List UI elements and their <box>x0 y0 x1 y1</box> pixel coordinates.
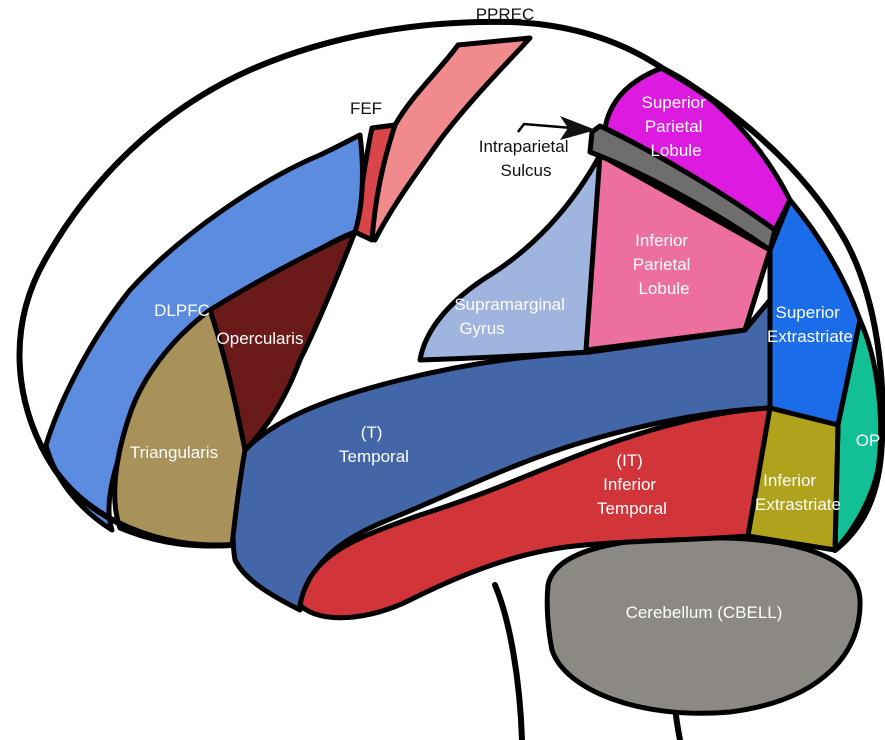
label-op: OP <box>856 431 881 450</box>
label-superior-parietal-lobule: Superior Parietal Lobule <box>642 93 711 160</box>
region-supramarginal-gyrus[interactable] <box>420 155 600 360</box>
label-pprec: PPREC <box>476 5 535 24</box>
label-fef: FEF <box>350 99 382 118</box>
label-cerebellum: Cerebellum (CBELL) <box>626 603 783 622</box>
brainstem-outline <box>495 585 522 740</box>
label-intraparietal-sulcus: Intraparietal Sulcus <box>479 137 574 180</box>
intraparietal-arrow-shaft <box>518 124 572 132</box>
label-inferior-parietal-lobule: Inferior Parietal Lobule <box>633 231 695 298</box>
label-dlpfc: DLPFC <box>154 301 210 320</box>
region-cerebellum[interactable] <box>547 538 860 714</box>
label-opercularis: Opercularis <box>217 329 304 348</box>
label-triangularis: Triangularis <box>130 443 218 462</box>
